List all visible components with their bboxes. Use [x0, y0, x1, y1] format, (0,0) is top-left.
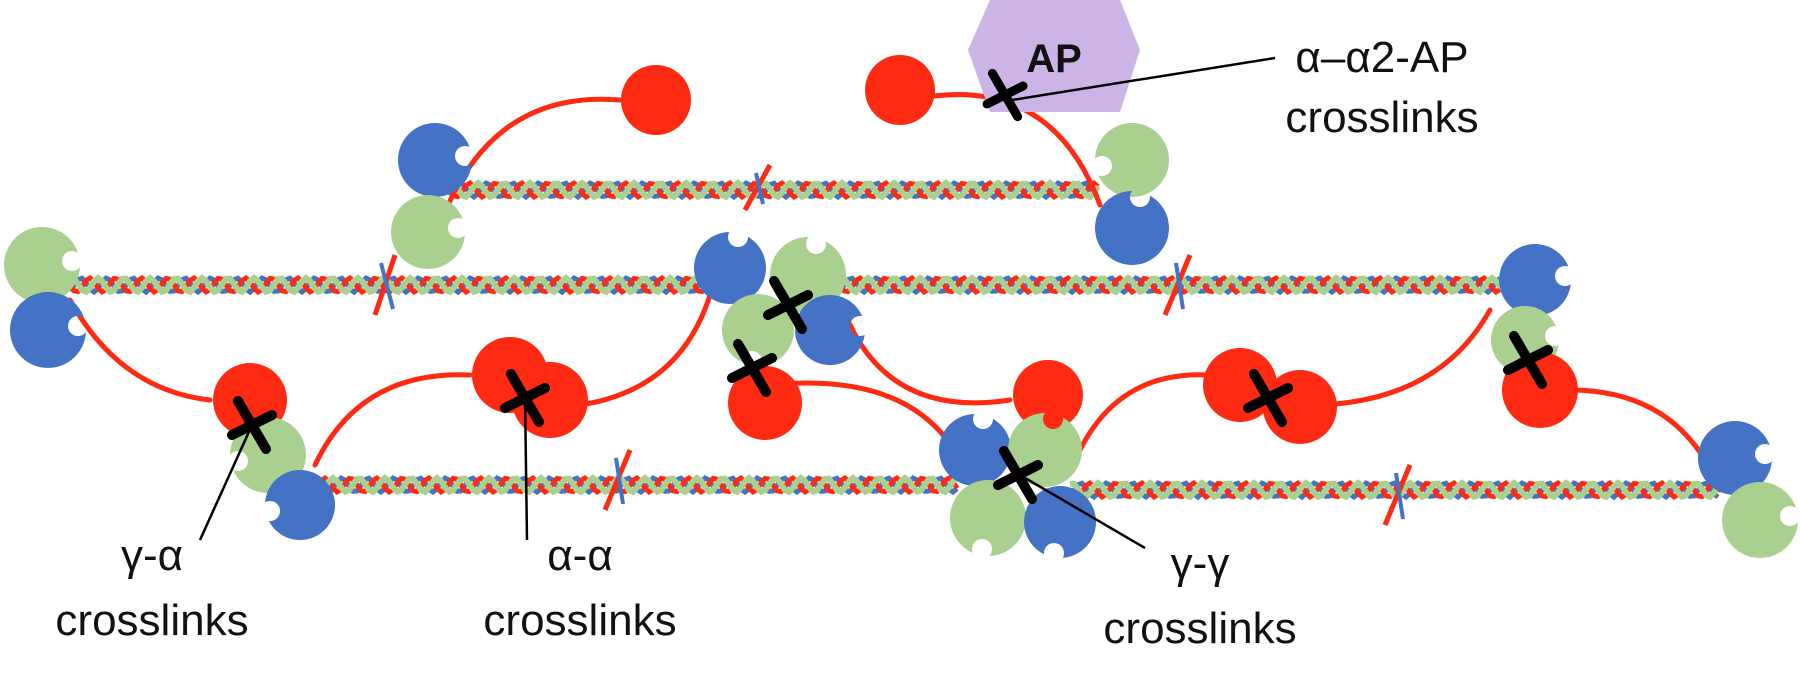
beta-domain	[1499, 244, 1571, 316]
crosslink-x-icon	[1243, 369, 1293, 427]
alpha-domain-shape	[621, 65, 691, 135]
alpha-domain	[621, 65, 691, 135]
coiled-coil	[1067, 479, 1721, 501]
leader-line-aa	[523, 394, 529, 541]
beta-domain-shape	[1095, 191, 1169, 265]
beta-domain-shape	[1024, 486, 1096, 558]
gamma-domain	[4, 227, 80, 303]
alpha-tether	[1077, 372, 1213, 453]
crosslink-mark-layer	[227, 68, 1553, 504]
beta-domain-shape	[795, 295, 865, 365]
leader-line-ga	[198, 424, 254, 541]
alpha-tether	[1317, 307, 1493, 408]
beta-domain	[939, 414, 1011, 486]
coiled-coil	[67, 274, 721, 296]
gamma-gamma-line1: γ-γ	[1171, 539, 1230, 588]
x-stroke	[727, 353, 777, 383]
crosslink-x-icon	[763, 276, 813, 334]
ap-label: AP	[1026, 37, 1082, 81]
beta-domain-shape	[694, 232, 766, 304]
gamma-domain	[391, 195, 465, 269]
gamma-strand	[304, 474, 959, 496]
x-stroke	[763, 290, 813, 320]
cleavage-tick	[614, 457, 625, 505]
beta-domain	[10, 292, 86, 368]
ap-crosslinks-line1: α–α2-AP	[1295, 33, 1468, 82]
beta-domain-shape	[1499, 244, 1571, 316]
alpha-domain	[512, 362, 588, 438]
gamma-strand	[1069, 479, 1721, 501]
gamma-gamma-line2: crosslinks	[1103, 604, 1296, 653]
gamma-domain	[1722, 482, 1798, 558]
gamma-alpha-line1: γ-α	[121, 531, 183, 580]
beta-domain-shape	[10, 292, 86, 368]
cleavage-tick	[1394, 472, 1405, 520]
crosslink-x-icon	[982, 68, 1028, 122]
alpha-tether	[1567, 387, 1723, 493]
gamma-alpha-line2: crosslinks	[55, 596, 248, 645]
gamma-domain	[770, 237, 846, 313]
cleavage-tick	[379, 262, 395, 310]
beta-domain	[1095, 191, 1169, 265]
crosslink-x-icon	[1503, 331, 1553, 389]
leader-line-gg	[1019, 473, 1146, 550]
crosslink-x-icon	[993, 446, 1043, 504]
beta-domain	[265, 470, 335, 540]
alpha-alpha-line1: α-α	[547, 531, 613, 580]
leader-line-ap	[1011, 56, 1276, 102]
beta-domain	[1024, 486, 1096, 558]
x-stroke	[982, 81, 1028, 109]
beta-domain	[694, 232, 766, 304]
alpha-tether	[577, 292, 713, 408]
gamma-domain-shape	[391, 195, 465, 269]
x-stroke	[993, 460, 1043, 490]
alpha-alpha-line2: crosslinks	[483, 596, 676, 645]
gamma-domain	[950, 480, 1026, 556]
cleavage-tick	[754, 172, 765, 205]
alpha-domain	[728, 366, 802, 440]
beta-domain	[795, 295, 865, 365]
alpha-domain-shape	[728, 366, 802, 440]
gamma-strand	[449, 179, 1101, 201]
cleavage-tick	[1174, 262, 1185, 310]
beta-domain	[1698, 421, 1772, 495]
alpha-domain-shape	[1502, 352, 1578, 428]
alpha-strand	[837, 275, 1502, 295]
coiled-coil	[837, 274, 1503, 296]
beta-domain-shape	[1698, 421, 1772, 495]
alpha-domain	[1013, 360, 1083, 430]
coiled-coil	[302, 474, 960, 496]
gamma-domain-shape	[1095, 123, 1169, 197]
beta-domain	[398, 123, 472, 197]
gamma-domain-shape	[770, 237, 846, 313]
gamma-domain-shape	[950, 480, 1026, 556]
ap-crosslinks-line2: crosslinks	[1285, 93, 1478, 142]
coiled-coil-layer	[67, 163, 1721, 526]
x-stroke	[1243, 383, 1293, 413]
beta-domain-shape	[398, 123, 472, 197]
crosslink-x-icon	[727, 339, 777, 397]
alpha-domain	[865, 55, 935, 125]
alpha-domain-shape	[865, 55, 935, 125]
beta-domain-shape	[265, 470, 335, 540]
antiplasmin-hexagon-shape	[968, 0, 1140, 112]
leader-lines	[198, 56, 1276, 550]
alpha-domain-shape	[512, 362, 588, 438]
gamma-strand	[839, 274, 1503, 296]
coiled-coil	[447, 179, 1101, 201]
alpha-domain	[1502, 352, 1578, 428]
beta-domain-shape	[939, 414, 1011, 486]
gamma-domain-shape	[4, 227, 80, 303]
x-stroke	[1503, 345, 1553, 375]
antiplasmin-hexagon: AP	[968, 0, 1140, 112]
gamma-domain-shape	[1722, 482, 1798, 558]
alpha-tether	[312, 372, 473, 468]
alpha-domain-shape	[1013, 360, 1083, 430]
gamma-strand	[69, 274, 721, 296]
gamma-domain	[1095, 123, 1169, 197]
alpha-tether	[67, 297, 213, 403]
